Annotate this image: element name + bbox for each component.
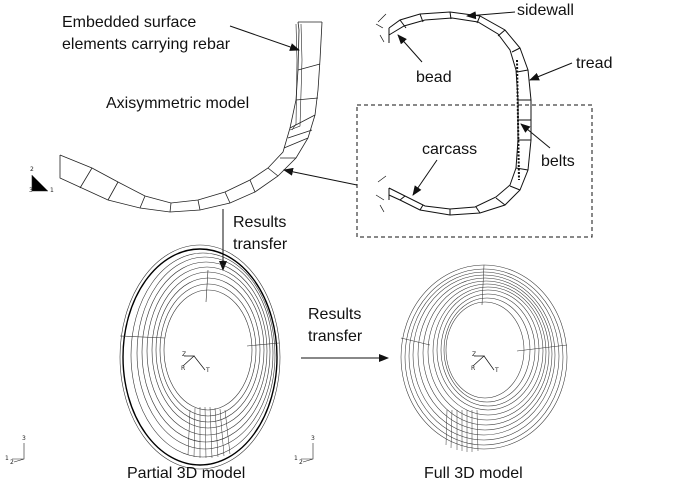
full-triad-left: 1 <box>294 455 298 462</box>
full-local-t: T <box>495 367 499 374</box>
bead-arrow <box>397 34 423 63</box>
axisym-triad-up: 2 <box>30 166 34 173</box>
boundary-condition-symbols <box>375 13 387 213</box>
tread-arrow <box>529 62 573 81</box>
partial-local-r: R <box>181 365 186 372</box>
full-3d-model <box>400 264 568 452</box>
partial-triad-diag: 2 <box>10 459 14 466</box>
belts-arrow <box>520 123 551 149</box>
sidewall-label: sidewall <box>517 2 574 19</box>
carcass-arrow <box>412 159 438 196</box>
results-transfer-2-line1: Results <box>308 306 362 323</box>
selection-box <box>356 104 593 238</box>
results-transfer-1-line1: Results <box>233 214 287 231</box>
partial-3d-model-label: Partial 3D model <box>127 465 246 482</box>
axisym-triad-right: 1 <box>50 187 54 194</box>
full-local-z: Z <box>472 351 477 358</box>
partial-local-t: T <box>206 367 210 374</box>
bead-label: bead <box>416 69 452 86</box>
belts-label: belts <box>541 153 575 170</box>
partial-3d-model <box>119 244 281 470</box>
full-triad-up: 3 <box>311 435 315 442</box>
tread-label: tread <box>576 55 613 72</box>
partial-triad-up: 3 <box>22 435 26 442</box>
global-triad-full <box>301 443 314 463</box>
selection-to-axisym-arrow <box>283 167 358 186</box>
full-3d-model-label: Full 3D model <box>424 465 523 482</box>
full-local-r: R <box>471 365 476 372</box>
results-transfer-2-line2: transfer <box>308 328 363 345</box>
local-triad-full <box>472 355 495 371</box>
embedded-label-line1: Embedded surface <box>62 14 197 31</box>
full-triad-diag: 2 <box>299 459 303 466</box>
partial-local-z: Z <box>182 351 187 358</box>
embedded-label-line2: elements carrying rebar <box>62 36 231 53</box>
embedded-arrow <box>229 25 300 51</box>
tire-cross-section <box>388 11 532 216</box>
local-triad-partial <box>182 355 206 371</box>
results-transfer-1-line2: transfer <box>233 236 288 253</box>
axisymmetric-mesh <box>59 21 323 213</box>
global-triad-partial <box>12 443 25 463</box>
global-triad-axisym <box>31 175 48 192</box>
axisym-triad-origin: 3 <box>29 187 33 194</box>
axisymmetric-model-label: Axisymmetric model <box>106 95 250 112</box>
sidewall-arrow <box>466 11 516 20</box>
carcass-label: carcass <box>422 141 478 158</box>
partial-triad-left: 1 <box>5 455 9 462</box>
